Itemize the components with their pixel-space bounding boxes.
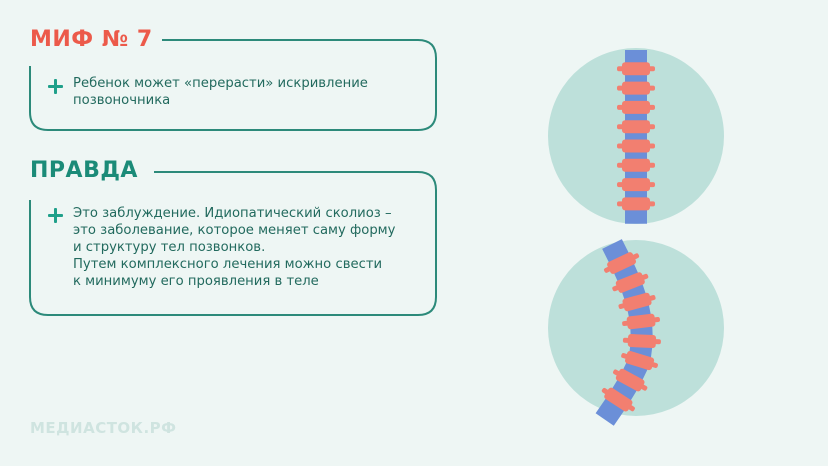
vertebra-body: [622, 158, 650, 172]
vertebra: [618, 292, 656, 312]
vertebra-body: [622, 120, 650, 134]
curved-spine-icon: [595, 239, 661, 426]
vertebra: [622, 313, 660, 330]
myth-text: Ребенок может «перерасти» искривление по…: [73, 75, 368, 109]
vertebra: [617, 81, 655, 95]
vertebra-body: [604, 387, 633, 412]
brand-logo-text: МЕДИАСТОК.РФ: [30, 419, 177, 437]
myth-text-line: Ребенок может «перерасти» искривление: [73, 76, 368, 91]
vertebra: [617, 62, 655, 76]
vertebra-body: [615, 368, 645, 392]
vertebra-body: [607, 252, 636, 274]
truth-text-line: Путем комплексного лечения можно свести: [73, 257, 383, 272]
vertebra-body: [615, 272, 645, 293]
vertebra-body: [622, 100, 650, 114]
vertebra-body: [622, 62, 650, 76]
vertebra-body: [625, 350, 655, 371]
truth-text: Это заблуждение. Идиопатический сколиоз …: [73, 205, 395, 290]
truth-text-line: и структуру тел позвонков.: [73, 240, 266, 255]
vertebra-body: [622, 139, 650, 153]
truth-text-line: Это заблуждение. Идиопатический сколиоз …: [73, 206, 392, 221]
vertebra: [617, 100, 655, 114]
vertebra: [617, 139, 655, 153]
vertebra: [622, 334, 661, 348]
vertebra: [617, 158, 655, 172]
vertebra: [612, 272, 649, 293]
vertebra-body: [622, 197, 650, 211]
vertebra: [603, 252, 640, 274]
truth-text-line: это заболевание, которое меняет саму фор…: [73, 223, 396, 238]
vertebra: [617, 178, 655, 192]
vertebra: [617, 197, 655, 211]
vertebra: [621, 350, 658, 371]
myth-text-line: позвоночника: [73, 93, 171, 108]
vertebra: [613, 368, 648, 392]
straight-spine-icon: [617, 50, 655, 224]
vertebra-body: [622, 178, 650, 192]
vertebra: [601, 387, 635, 412]
plus-icon: [48, 208, 63, 223]
vertebra-body: [627, 334, 657, 348]
vertebra: [617, 120, 655, 134]
vertebra-body: [622, 292, 652, 312]
truth-title: ПРАВДА: [30, 158, 138, 183]
vertebra-body: [626, 313, 656, 330]
truth-text-line: к минимуму его проявления в теле: [73, 274, 319, 289]
vertebra-body: [622, 81, 650, 95]
plus-icon: [48, 79, 63, 94]
